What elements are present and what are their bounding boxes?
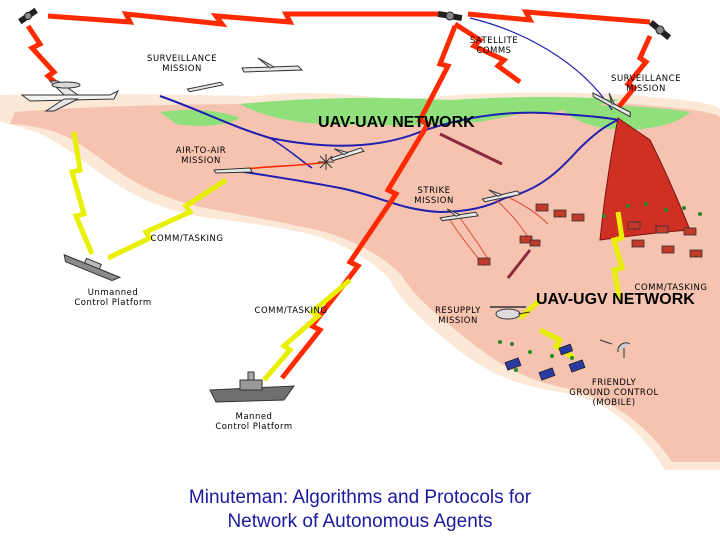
uav-ugv-network-label: UAV-UGV NETWORK: [536, 291, 695, 309]
comm-tasking-label-center: COMM/TASKING: [246, 306, 336, 316]
resupply-mission-label: RESUPPLY MISSION: [426, 306, 490, 326]
friendly-ground-control-label: FRIENDLY GROUND CONTROL (MOBILE): [562, 378, 666, 408]
satellite-1: [18, 7, 38, 24]
surveillance-mission-left-label: SURVEILLANCE MISSION: [140, 54, 224, 74]
title-line-2: Network of Autonomous Agents: [0, 510, 720, 534]
uav-uav-network-label: UAV-UAV NETWORK: [318, 114, 475, 132]
sat-to-sat-link: [48, 14, 440, 24]
sat-to-sat-link-2: [468, 12, 650, 22]
unmanned-control-platform-label: Unmanned Control Platform: [66, 288, 160, 308]
air-to-air-mission-label: AIR-TO-AIR MISSION: [166, 146, 236, 166]
strike-mission-label: STRIKE MISSION: [406, 186, 462, 206]
surveillance-uav-mid: [187, 82, 223, 92]
surveillance-uav-left: [242, 58, 302, 72]
comm-tasking-label-left: COMM/TASKING: [142, 234, 232, 244]
manned-control-platform-label: Manned Control Platform: [208, 412, 300, 432]
satellite-comms-label: SATELLITE COMMS: [462, 36, 526, 56]
satellite-2: [437, 10, 462, 22]
page-title: Minuteman: Algorithms and Protocols for …: [0, 486, 720, 534]
title-line-1: Minuteman: Algorithms and Protocols for: [0, 486, 720, 510]
surveillance-mission-right-label: SURVEILLANCE MISSION: [598, 74, 694, 94]
explosion: [318, 154, 334, 170]
